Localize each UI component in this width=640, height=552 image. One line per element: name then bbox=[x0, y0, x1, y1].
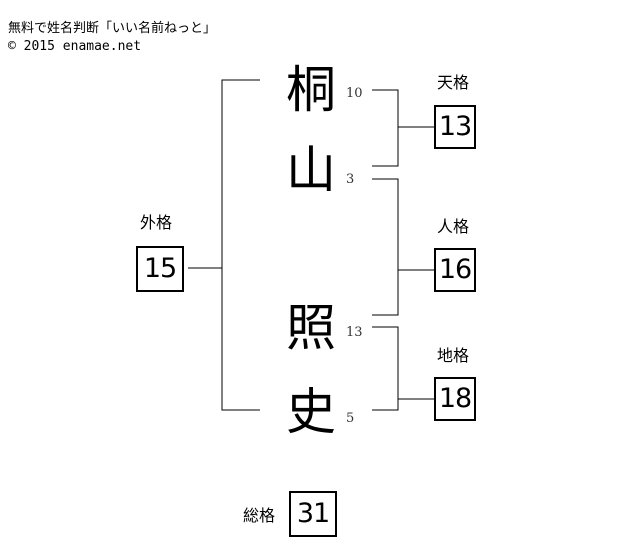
copyright-notice: © 2015 enamae.net bbox=[8, 39, 142, 54]
jinkaku-bracket bbox=[372, 178, 399, 316]
tenkaku-bracket bbox=[372, 89, 399, 167]
gaikaku-label: 外格 bbox=[140, 213, 173, 232]
gaikaku-value: 15 bbox=[136, 246, 184, 292]
chikaku-bracket bbox=[372, 326, 399, 411]
tenkaku-value: 13 bbox=[434, 105, 476, 149]
name-char-1: 桐 bbox=[286, 61, 336, 119]
stroke-count-3: 13 bbox=[346, 325, 363, 340]
chikaku-value: 18 bbox=[434, 377, 476, 421]
stroke-count-2: 3 bbox=[346, 172, 355, 187]
soukaku-label: 総格 bbox=[243, 506, 276, 525]
stroke-count-4: 5 bbox=[346, 411, 355, 426]
chikaku-label: 地格 bbox=[437, 346, 470, 365]
name-char-4: 史 bbox=[286, 383, 336, 441]
site-title: 無料で姓名判断「いい名前ねっと」 bbox=[8, 21, 217, 36]
gaikaku-bracket bbox=[221, 79, 260, 411]
tenkaku-label: 天格 bbox=[437, 73, 470, 92]
stroke-count-1: 10 bbox=[346, 86, 363, 101]
name-char-2: 山 bbox=[286, 141, 336, 199]
jinkaku-label: 人格 bbox=[437, 217, 470, 236]
name-char-3: 照 bbox=[286, 299, 336, 357]
soukaku-value: 31 bbox=[289, 491, 337, 537]
jinkaku-value: 16 bbox=[434, 248, 476, 292]
